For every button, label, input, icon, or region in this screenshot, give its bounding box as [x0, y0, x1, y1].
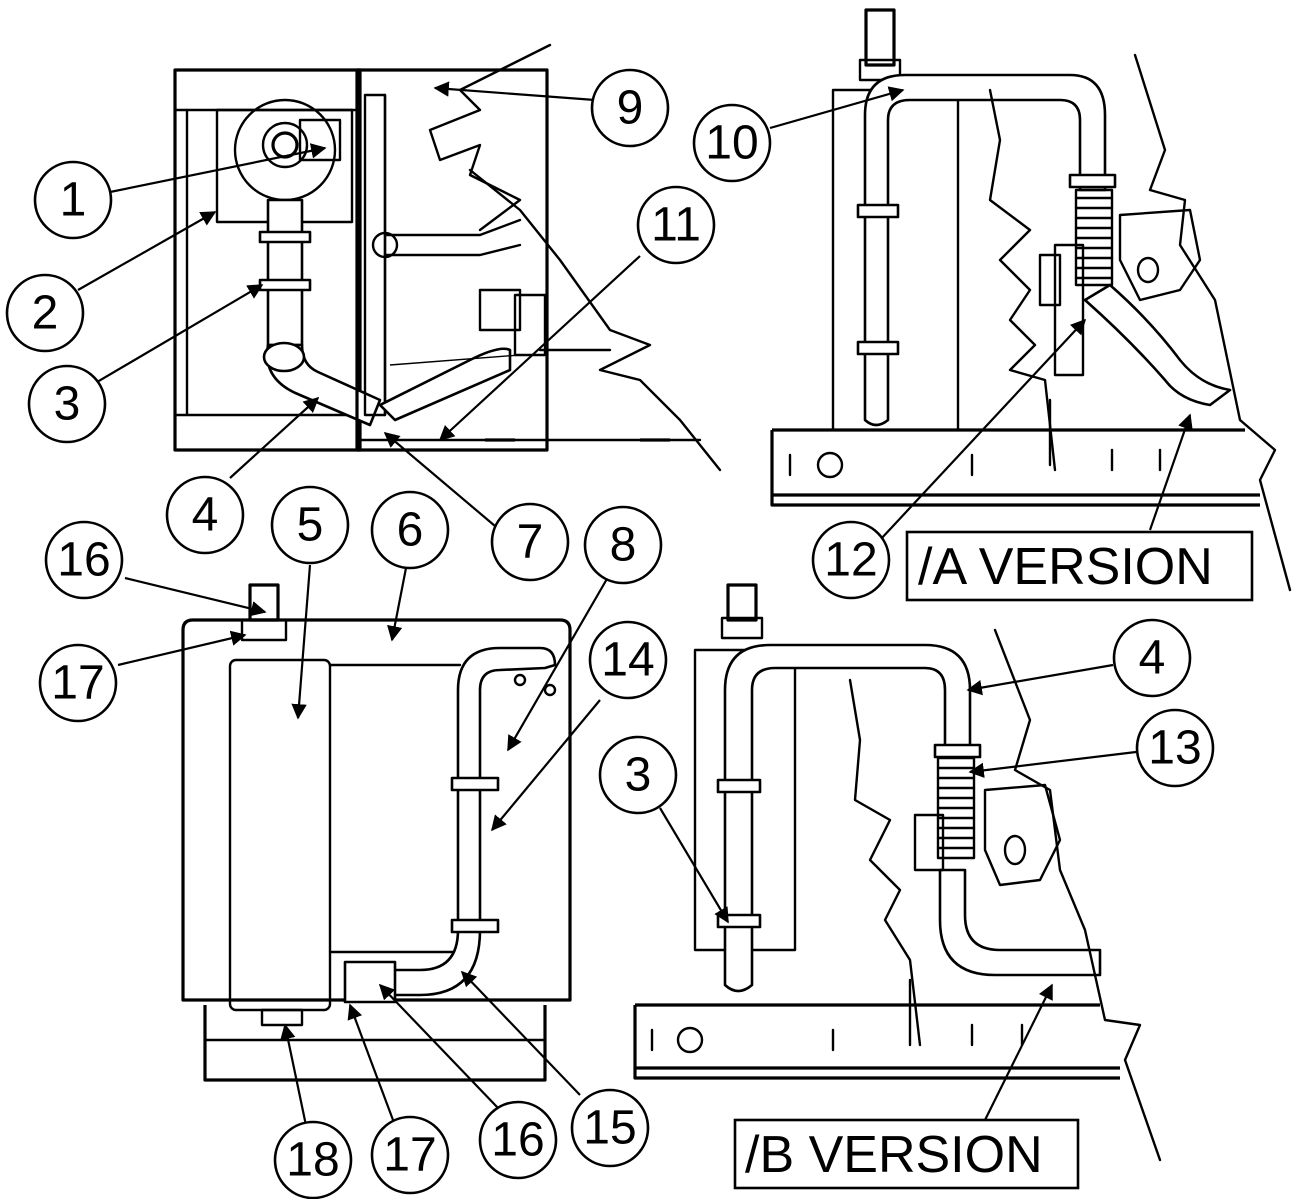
callout-14: 14 [588, 620, 668, 700]
callout-18: 18 [273, 1120, 353, 1199]
callout-16: 16 [478, 1100, 558, 1180]
callout-13: 13 [1135, 708, 1215, 788]
svg-text:16: 16 [57, 534, 110, 587]
callout-4: 4 [1112, 618, 1192, 698]
callout-9: 9 [590, 68, 670, 148]
top-right-view-a-version [770, 8, 1292, 592]
svg-text:1: 1 [60, 174, 87, 227]
svg-text:2: 2 [32, 287, 59, 340]
bottom-left-view [181, 583, 572, 1082]
version-label-a: /A VERSION [905, 530, 1254, 602]
callout-5: 5 [270, 485, 350, 565]
svg-text:4: 4 [1139, 632, 1166, 685]
callout-7: 7 [490, 502, 570, 582]
svg-text:18: 18 [286, 1134, 339, 1187]
svg-text:17: 17 [383, 1129, 436, 1182]
svg-text:/A VERSION: /A VERSION [918, 538, 1213, 596]
svg-text:7: 7 [517, 516, 544, 569]
callout-2: 2 [5, 273, 85, 353]
svg-text:13: 13 [1148, 722, 1201, 775]
bellows-a [1074, 188, 1114, 287]
svg-text:9: 9 [617, 82, 644, 135]
callout-15: 15 [570, 1088, 650, 1168]
callout-3: 3 [598, 735, 678, 815]
bottom-right-view-b-version [633, 583, 1162, 1162]
callout-6: 6 [370, 490, 450, 570]
callout-12: 12 [811, 520, 891, 600]
svg-text:3: 3 [54, 378, 81, 431]
svg-text:12: 12 [824, 534, 877, 587]
top-left-view [173, 43, 722, 472]
callout-16: 16 [44, 520, 124, 600]
svg-text:16: 16 [491, 1114, 544, 1167]
svg-text:3: 3 [625, 749, 652, 802]
callout-11: 11 [636, 185, 716, 265]
callout-8: 8 [583, 505, 663, 585]
svg-text:11: 11 [651, 199, 701, 252]
svg-text:14: 14 [601, 634, 654, 687]
leader-lines [77, 81, 1193, 1136]
callout-4: 4 [165, 475, 245, 555]
svg-text:6: 6 [397, 504, 424, 557]
callout-3: 3 [27, 364, 107, 444]
callout-17: 17 [38, 643, 118, 723]
svg-text:/B VERSION: /B VERSION [745, 1126, 1043, 1184]
callout-1: 1 [33, 160, 113, 240]
version-label-b: /B VERSION [733, 1118, 1080, 1190]
callout-10: 10 [692, 103, 772, 183]
svg-text:17: 17 [51, 657, 104, 710]
svg-text:5: 5 [297, 499, 324, 552]
svg-text:4: 4 [192, 489, 219, 542]
svg-text:15: 15 [583, 1102, 636, 1155]
svg-text:8: 8 [610, 519, 637, 572]
callout-17: 17 [370, 1115, 450, 1195]
svg-text:10: 10 [705, 117, 758, 170]
